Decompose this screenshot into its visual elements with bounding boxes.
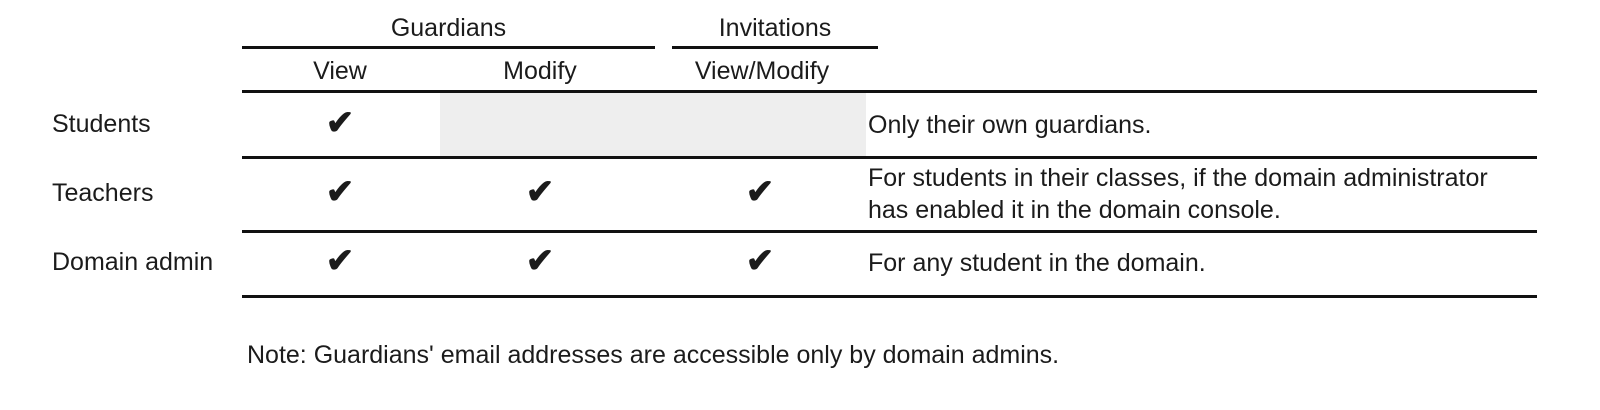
shaded-cell-students bbox=[440, 93, 866, 158]
table-rule-after-teachers bbox=[242, 230, 1537, 233]
check-teachers-guardians-modify: ✔ bbox=[525, 173, 555, 211]
check-teachers-invitations: ✔ bbox=[745, 173, 775, 211]
column-header-view-modify: View/Modify bbox=[694, 57, 830, 85]
note-domain-admin: For any student in the domain. bbox=[868, 249, 1206, 277]
table-rule-after-students bbox=[242, 156, 1537, 159]
check-domain-admin-guardians-modify: ✔ bbox=[525, 242, 555, 280]
check-domain-admin-invitations: ✔ bbox=[745, 242, 775, 280]
check-students-guardians-view: ✔ bbox=[325, 104, 355, 142]
table-footnote: Note: Guardians' email addresses are acc… bbox=[247, 341, 1060, 369]
table-rule-bottom bbox=[242, 295, 1537, 298]
row-label-domain-admin: Domain admin bbox=[52, 248, 214, 276]
column-header-modify: Modify bbox=[503, 57, 577, 85]
check-teachers-guardians-view: ✔ bbox=[325, 173, 355, 211]
column-group-invitations: Invitations bbox=[718, 14, 832, 42]
group-rule-guardians bbox=[242, 46, 655, 49]
note-teachers: For students in their classes, if the do… bbox=[868, 164, 1488, 224]
row-label-students: Students bbox=[52, 110, 151, 138]
row-label-teachers: Teachers bbox=[52, 179, 154, 207]
check-domain-admin-guardians-view: ✔ bbox=[325, 242, 355, 280]
note-students: Only their own guardians. bbox=[868, 111, 1152, 139]
group-rule-invitations bbox=[672, 46, 878, 49]
column-group-guardians: Guardians bbox=[390, 14, 507, 42]
table-rule-top bbox=[242, 90, 1537, 93]
column-header-view: View bbox=[313, 57, 367, 85]
